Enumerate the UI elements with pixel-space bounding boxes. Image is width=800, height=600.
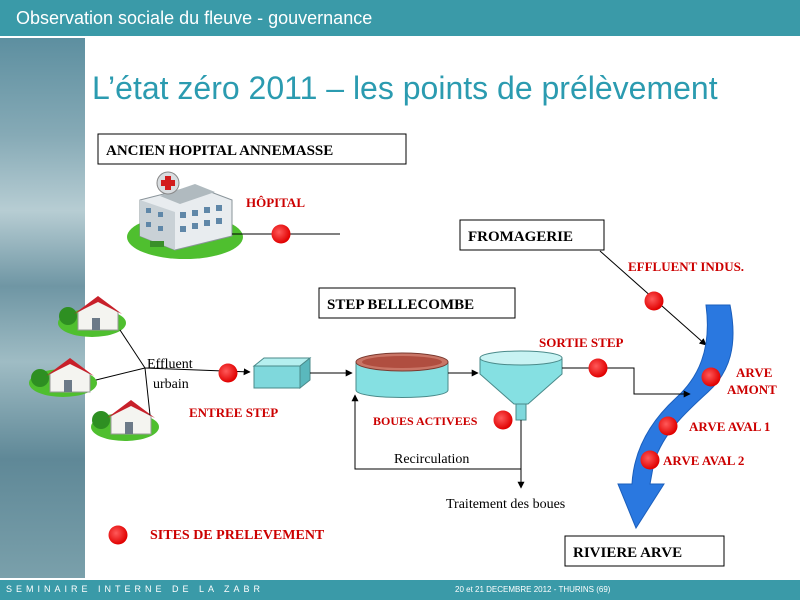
point-entree-step[interactable] [218, 363, 238, 383]
label-recirculation: Recirculation [394, 452, 469, 467]
point-arve-amont[interactable] [701, 367, 721, 387]
clarifier [479, 350, 563, 421]
aeration-tank [355, 352, 449, 398]
label-boues-activees: BOUES ACTIVEES [373, 414, 478, 428]
label-entree-step: ENTREE STEP [189, 405, 278, 420]
slide-title: L’état zéro 2011 – les points de prélève… [92, 70, 718, 106]
footer-left-text: SEMINAIRE INTERNE DE LA ZABR [6, 584, 265, 594]
label-effluent-urbain-2: urbain [153, 377, 189, 392]
house-icon-2 [29, 358, 97, 397]
house-icon-1 [58, 296, 126, 337]
legend-label: SITES DE PRELEVEMENT [150, 528, 325, 543]
label-effluent-indus: EFFLUENT INDUS. [628, 259, 744, 274]
box-hopital-label: ANCIEN HOPITAL ANNEMASSE [106, 143, 333, 159]
legend-point [108, 525, 128, 545]
label-traitement-boues: Traitement des boues [446, 497, 565, 512]
hospital-icon [127, 171, 243, 259]
header-rule [0, 36, 800, 38]
box-step-label: STEP BELLECOMBE [327, 297, 474, 313]
point-effluent-indus[interactable] [644, 291, 664, 311]
box-step: STEP BELLECOMBE [318, 287, 516, 319]
point-arve-aval-1[interactable] [658, 416, 678, 436]
box-hopital: ANCIEN HOPITAL ANNEMASSE [97, 133, 407, 165]
point-sortie-step[interactable] [588, 358, 608, 378]
label-arve-amont-1: ARVE [736, 365, 772, 380]
label-hopital-point: HÔPITAL [246, 195, 305, 210]
header-title: Observation sociale du fleuve - gouverna… [16, 8, 373, 28]
label-effluent-urbain-1: Effluent [147, 357, 193, 372]
label-arve-aval-1: ARVE AVAL 1 [689, 419, 770, 434]
point-hopital[interactable] [271, 224, 291, 244]
label-arve-aval-2: ARVE AVAL 2 [663, 453, 744, 468]
pretreatment-unit [252, 356, 312, 390]
recirculation-arrow [351, 394, 522, 470]
point-boues-activees[interactable] [493, 410, 513, 430]
label-arve-amont-2: AMONT [727, 382, 777, 397]
footer-bar: SEMINAIRE INTERNE DE LA ZABR 20 et 21 DE… [0, 580, 800, 600]
river-arve [617, 304, 734, 530]
footer-right-text: 20 et 21 DECEMBRE 2012 - THURINS (69) [455, 585, 611, 594]
sortie-step-arrow [562, 367, 691, 398]
label-sortie-step: SORTIE STEP [539, 335, 623, 350]
box-riviere-label: RIVIERE ARVE [573, 545, 682, 561]
box-riviere: RIVIERE ARVE [564, 535, 725, 567]
box-fromagerie-label: FROMAGERIE [468, 229, 573, 245]
header-bar: Observation sociale du fleuve - gouverna… [0, 0, 800, 36]
house-icon-3 [91, 400, 159, 441]
point-arve-aval-2[interactable] [640, 450, 660, 470]
box-fromagerie: FROMAGERIE [459, 219, 605, 251]
